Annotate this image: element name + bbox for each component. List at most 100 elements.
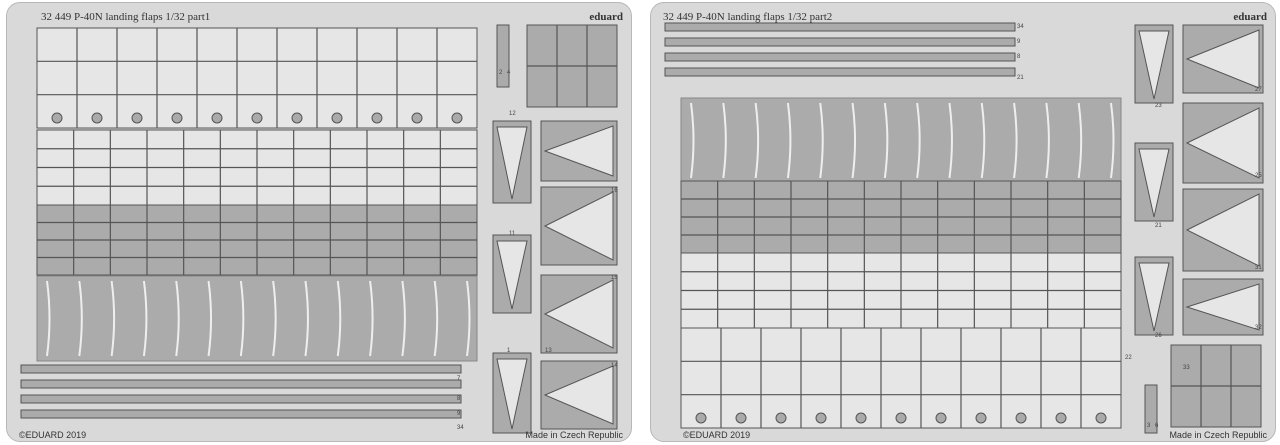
lightening-hole	[411, 112, 423, 124]
lightening-hole	[371, 112, 383, 124]
rib-fin	[401, 280, 406, 357]
lightening-hole	[895, 412, 907, 424]
rib-fin	[754, 102, 760, 179]
part-number: 2	[499, 70, 503, 76]
lightening-hole	[695, 412, 707, 424]
part-number: 21	[1155, 223, 1162, 229]
lightening-hole	[1095, 412, 1107, 424]
part-number: 6	[1155, 423, 1159, 429]
lightening-hole	[171, 112, 183, 124]
rib-fin	[980, 102, 986, 179]
bracket-part	[1138, 262, 1170, 332]
rib-fin	[304, 280, 309, 357]
made-in: Made in Czech Republic	[1169, 430, 1267, 440]
part-number: 33	[1183, 365, 1190, 371]
lightening-hole	[1055, 412, 1067, 424]
rib-fin	[883, 102, 889, 179]
lightening-hole	[975, 412, 987, 424]
bracket-part	[496, 126, 528, 200]
part-number: 23	[1155, 103, 1162, 109]
lightening-hole	[935, 412, 947, 424]
flap-strip	[20, 409, 462, 419]
rib-fin	[272, 280, 277, 357]
rib-fin	[78, 280, 83, 357]
part-number: 15	[611, 275, 618, 281]
rib-fin	[466, 280, 471, 357]
flap-strip	[20, 394, 462, 404]
part-number: 27	[1255, 87, 1262, 93]
fret-part1: 32 449 P-40N landing flaps 1/32 part1 ed…	[6, 2, 632, 442]
part-number: 7	[457, 376, 461, 382]
part-number: 25	[1255, 173, 1262, 179]
rib-fin	[851, 102, 857, 179]
lightening-hole	[775, 412, 787, 424]
fret-title: 32 449 P-40N landing flaps 1/32 part1	[41, 11, 211, 23]
lightening-hole	[855, 412, 867, 424]
flap-strip	[664, 37, 1016, 47]
lightening-hole	[291, 112, 303, 124]
fret-part2-drawing	[664, 22, 1264, 434]
rib-fin	[1013, 102, 1018, 179]
rib-fin	[46, 280, 51, 357]
flap-strip	[664, 22, 1016, 32]
brand-logo: eduard	[589, 11, 623, 23]
lightening-hole	[211, 112, 223, 124]
rib-fin	[948, 102, 953, 179]
rib-fin	[110, 280, 116, 357]
rib-fin	[207, 280, 213, 357]
bracket-part	[543, 279, 614, 349]
rib-fin	[433, 280, 439, 357]
flap-strip	[664, 52, 1016, 62]
bracket-part	[543, 125, 614, 177]
small-strip	[496, 24, 510, 88]
fret-part1-drawing	[20, 24, 618, 434]
rib-fins	[36, 275, 478, 362]
rib-fins	[680, 97, 1122, 184]
rib-fin	[239, 280, 245, 357]
rib-fin	[336, 280, 342, 357]
lightening-hole	[735, 412, 747, 424]
rib-fin	[175, 280, 180, 357]
part-number: 4	[507, 70, 511, 76]
lightening-hole	[451, 112, 463, 124]
flap-strip	[20, 379, 462, 389]
rib-fin	[1110, 102, 1115, 179]
part-number: 22	[1125, 355, 1132, 361]
lightening-hole	[251, 112, 263, 124]
brand-logo: eduard	[1233, 11, 1267, 23]
bracket-part	[543, 191, 614, 261]
part-number: 26	[1155, 333, 1162, 339]
part-number: 1	[507, 348, 511, 354]
part-number: 16	[611, 188, 618, 194]
made-in: Made in Czech Republic	[525, 430, 623, 440]
part-number: 12	[509, 111, 516, 117]
lightening-hole	[815, 412, 827, 424]
lightening-hole	[131, 112, 143, 124]
part-number: 8	[457, 396, 461, 402]
part-number: 3	[1147, 423, 1151, 429]
flap-panel	[680, 327, 1122, 429]
part-number: 21	[1017, 75, 1024, 81]
part-number: 9	[1017, 39, 1021, 45]
part-number: 11	[509, 231, 516, 237]
part-number: 9	[457, 411, 461, 417]
lightening-hole	[91, 112, 103, 124]
part-number: 14	[611, 363, 618, 369]
rib-fin	[369, 280, 374, 357]
lightening-hole	[331, 112, 343, 124]
flap-panel	[36, 27, 478, 129]
lightening-hole	[51, 112, 63, 124]
bracket-part	[543, 365, 614, 425]
part-number: 31	[1255, 265, 1262, 271]
rib-fin	[916, 102, 921, 179]
bracket-part	[1185, 193, 1260, 267]
rib-fin	[722, 102, 727, 179]
part-number: 13	[545, 348, 552, 354]
bracket-part	[1138, 30, 1170, 100]
part-number: 34	[457, 425, 464, 431]
rib-fin	[819, 102, 824, 179]
rib-fin	[1045, 102, 1050, 179]
part-number: 8	[1017, 54, 1021, 60]
fret-title: 32 449 P-40N landing flaps 1/32 part2	[663, 11, 833, 23]
rib-fin	[1077, 102, 1083, 179]
